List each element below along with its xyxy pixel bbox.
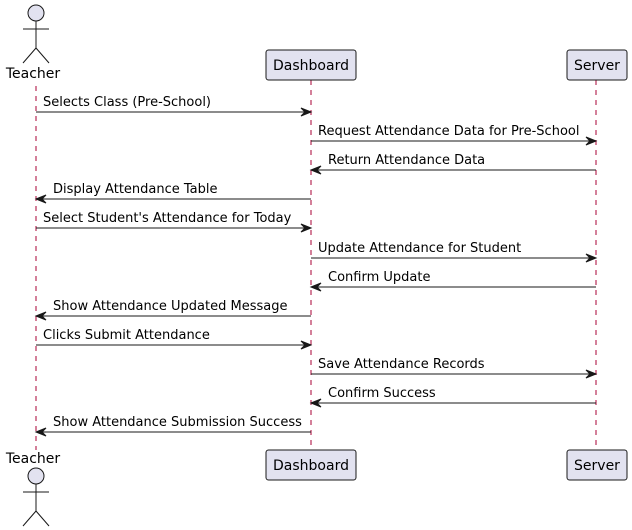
actor-leg-left <box>22 47 37 64</box>
actor-head <box>27 467 45 485</box>
message-label: Selects Class (Pre-School) <box>43 95 211 110</box>
message-arrow-head <box>585 253 598 263</box>
actor-label-top: Teacher <box>5 66 61 82</box>
message-arrow-head <box>34 427 47 437</box>
message-arrow-head <box>34 311 47 321</box>
participant-label: Server <box>574 458 620 474</box>
participant-server-top: Server <box>566 49 628 81</box>
message: Return Attendance Data <box>309 153 596 175</box>
message: Show Attendance Updated Message <box>34 299 311 321</box>
message-label: Clicks Submit Attendance <box>43 328 210 343</box>
message-label: Save Attendance Records <box>318 357 485 372</box>
message: Show Attendance Submission Success <box>34 415 311 437</box>
message-arrow-head <box>34 194 47 204</box>
message-arrow-head <box>585 369 598 379</box>
message-arrow-head <box>309 282 322 292</box>
message-arrow-head <box>309 165 322 175</box>
message-label: Select Student's Attendance for Today <box>43 211 292 226</box>
message-label: Display Attendance Table <box>53 182 218 197</box>
participant-box <box>566 49 628 81</box>
message-arrow-head <box>300 340 313 350</box>
participant-box <box>265 49 357 81</box>
participant-dashboard-bottom: Dashboard <box>265 449 357 481</box>
actor-leg-right <box>35 47 50 64</box>
message-label: Return Attendance Data <box>328 153 485 168</box>
participant-server-bottom: Server <box>566 449 628 481</box>
message-arrow-head <box>300 107 313 117</box>
participant-label: Server <box>574 58 620 74</box>
message-arrow-head <box>309 398 322 408</box>
actor-head <box>27 4 45 22</box>
message-label: Update Attendance for Student <box>318 241 521 256</box>
message-arrow-head <box>585 136 598 146</box>
actor-teacher-top: Teacher <box>5 4 61 82</box>
message-label: Confirm Update <box>328 270 430 285</box>
actor-leg-right <box>35 510 50 527</box>
message-label: Show Attendance Submission Success <box>53 415 302 430</box>
message-arrow-head <box>300 223 313 233</box>
participant-label: Dashboard <box>273 58 349 74</box>
message: Update Attendance for Student <box>311 241 598 263</box>
actor-label-bottom: Teacher <box>5 451 61 467</box>
message: Confirm Success <box>309 386 596 408</box>
message: Confirm Update <box>309 270 596 292</box>
actor-teacher-bottom: Teacher <box>5 451 61 527</box>
message: Request Attendance Data for Pre-School <box>311 124 598 146</box>
message: Select Student's Attendance for Today <box>36 211 313 233</box>
participant-dashboard-top: Dashboard <box>265 49 357 81</box>
message: Selects Class (Pre-School) <box>36 95 313 117</box>
message-list: Selects Class (Pre-School) Request Attend… <box>34 95 598 437</box>
message: Save Attendance Records <box>311 357 598 379</box>
participant-box <box>265 449 357 481</box>
participant-box <box>566 449 628 481</box>
message-label: Request Attendance Data for Pre-School <box>318 124 579 139</box>
message: Display Attendance Table <box>34 182 311 204</box>
participant-label: Dashboard <box>273 458 349 474</box>
actor-leg-left <box>22 510 37 527</box>
message-label: Confirm Success <box>328 386 436 401</box>
message-label: Show Attendance Updated Message <box>53 299 287 314</box>
message: Clicks Submit Attendance <box>36 328 313 350</box>
